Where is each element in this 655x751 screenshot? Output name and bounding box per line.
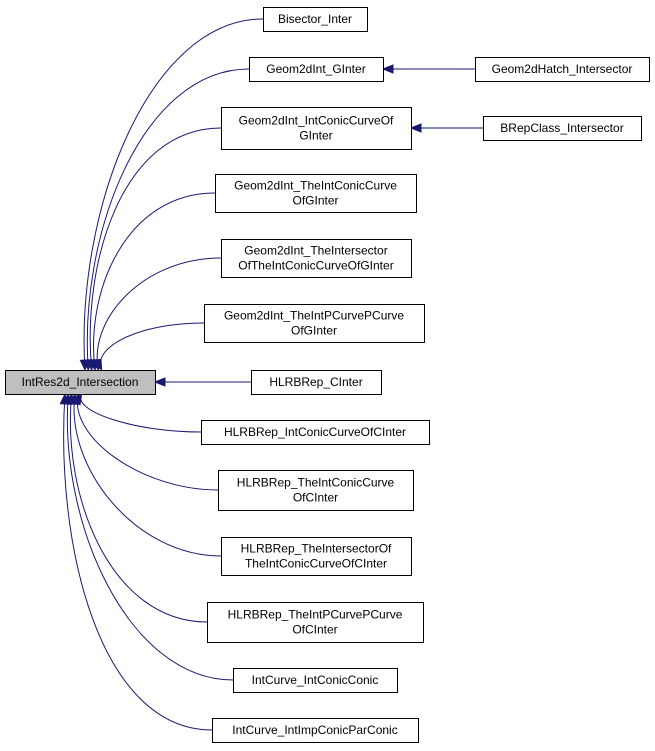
node-box <box>204 304 425 343</box>
node-label: HLRBRep_IntConicCurveOfCInter <box>224 425 406 439</box>
node-label: HLRBRep_CInter <box>269 375 362 389</box>
node-geom2d-int-ginter[interactable]: Geom2dInt_GInter <box>249 57 384 82</box>
node-box <box>5 370 156 395</box>
node-label: Geom2dHatch_Intersector <box>492 62 633 76</box>
edge-hlrbrep-the-int-pcurve-pcurve-of-cinter-to-int-res2d-intersection <box>69 393 208 623</box>
edge-geom2d-int-the-int-conic-curve-of-ginter-to-int-res2d-intersection <box>93 192 216 371</box>
node-box <box>249 57 384 82</box>
edge-int-curve-int-imp-conic-par-conic-to-int-res2d-intersection <box>63 393 213 731</box>
edge-geom2d-int-the-int-pcurve-pcurve-of-ginter-to-int-res2d-intersection <box>99 322 205 371</box>
node-label: HLRBRep_TheIntersectorOf <box>241 542 392 556</box>
node-label: OfTheIntConicCurveOfGInter <box>238 259 393 273</box>
edge-geom2d-int-ginter-to-int-res2d-intersection <box>86 68 250 371</box>
node-box <box>483 116 642 141</box>
node-label: OfGInter <box>291 324 337 338</box>
node-label: GInter <box>299 129 332 143</box>
node-label: Bisector_Inter <box>278 12 352 26</box>
arrowhead-icon <box>153 377 166 387</box>
node-box <box>212 718 419 743</box>
node-int-curve-int-imp-conic-par-conic[interactable]: IntCurve_IntImpConicParConic <box>212 718 419 743</box>
arrowhead-icon <box>381 64 394 74</box>
arrowhead-icon <box>92 358 103 372</box>
node-geom2d-int-the-intersector-of-the-int-conic-curve-of-ginter[interactable]: Geom2dInt_TheIntersectorOfTheIntConicCur… <box>221 239 412 278</box>
node-int-curve-int-conic-conic[interactable]: IntCurve_IntConicConic <box>233 668 398 693</box>
node-box <box>218 470 414 511</box>
node-label: Geom2dInt_IntConicCurveOf <box>239 114 394 128</box>
node-label: IntRes2d_Intersection <box>22 375 139 389</box>
arrowhead-icon <box>409 123 422 133</box>
node-box <box>201 420 430 445</box>
node-label: TheIntConicCurveOfCInter <box>245 557 387 571</box>
edge-hlrbrep-the-intersector-of-the-int-conic-curve-of-cinter-to-int-res2d-intersection <box>73 393 222 557</box>
node-label: OfCInter <box>293 491 338 505</box>
node-label: HLRBRep_TheIntPCurvePCurve <box>228 608 403 622</box>
node-label: BRepClass_Intersector <box>500 121 623 135</box>
edges-layer <box>59 18 484 731</box>
node-hlrbrep-int-conic-curve-of-cinter[interactable]: HLRBRep_IntConicCurveOfCInter <box>201 420 430 445</box>
node-int-res2d-intersection: IntRes2d_Intersection <box>5 370 156 395</box>
edge-geom2d-int-int-conic-curve-of-ginter-to-int-res2d-intersection <box>89 127 222 371</box>
node-geom2d-int-int-conic-curve-of-ginter[interactable]: Geom2dInt_IntConicCurveOfGInter <box>221 107 412 150</box>
node-label: Geom2dInt_TheIntConicCurve <box>234 179 397 193</box>
node-box <box>221 107 412 150</box>
node-box <box>215 174 417 213</box>
arrowhead-icon <box>59 392 70 405</box>
node-geom2d-int-the-int-conic-curve-of-ginter[interactable]: Geom2dInt_TheIntConicCurveOfGInter <box>215 174 417 213</box>
node-label: Geom2dInt_TheIntPCurvePCurve <box>224 309 404 323</box>
node-box <box>207 602 424 643</box>
nodes-layer: IntRes2d_Intersection Bisector_InterGeom2… <box>5 7 650 743</box>
node-hlrbrep-cinter[interactable]: HLRBRep_CInter <box>251 370 382 395</box>
edge-bisector-inter-to-int-res2d-intersection <box>83 18 264 371</box>
node-label: IntCurve_IntImpConicParConic <box>232 723 397 737</box>
node-geom2d-hatch-intersector[interactable]: Geom2dHatch_Intersector <box>475 57 650 82</box>
node-label: OfGInter <box>292 194 338 208</box>
node-box <box>221 537 412 576</box>
edge-hlrbrep-the-int-conic-curve-of-cinter-to-int-res2d-intersection <box>76 393 219 491</box>
node-hlrbrep-the-int-conic-curve-of-cinter[interactable]: HLRBRep_TheIntConicCurveOfCInter <box>218 470 414 511</box>
node-box <box>475 57 650 82</box>
node-brep-class-intersector[interactable]: BRepClass_Intersector <box>483 116 642 141</box>
edge-hlrbrep-int-conic-curve-of-cinter-to-int-res2d-intersection <box>80 393 202 433</box>
edge-geom2d-int-the-intersector-of-the-int-conic-curve-of-ginter-to-int-res2d-intersection <box>96 257 222 371</box>
node-hlrbrep-the-intersector-of-the-int-conic-curve-of-cinter[interactable]: HLRBRep_TheIntersectorOfTheIntConicCurve… <box>221 537 412 576</box>
node-label: Geom2dInt_TheIntersector <box>244 244 387 258</box>
node-box <box>251 370 382 395</box>
edge-int-curve-int-conic-conic-to-int-res2d-intersection <box>66 393 234 681</box>
node-label: OfCInter <box>292 623 337 637</box>
node-bisector-inter[interactable]: Bisector_Inter <box>263 7 368 32</box>
node-label: IntCurve_IntConicConic <box>252 673 379 687</box>
node-box <box>263 7 368 32</box>
node-box <box>233 668 398 693</box>
node-label: HLRBRep_TheIntConicCurve <box>237 476 395 490</box>
node-label: Geom2dInt_GInter <box>266 62 365 76</box>
node-box <box>221 239 412 278</box>
